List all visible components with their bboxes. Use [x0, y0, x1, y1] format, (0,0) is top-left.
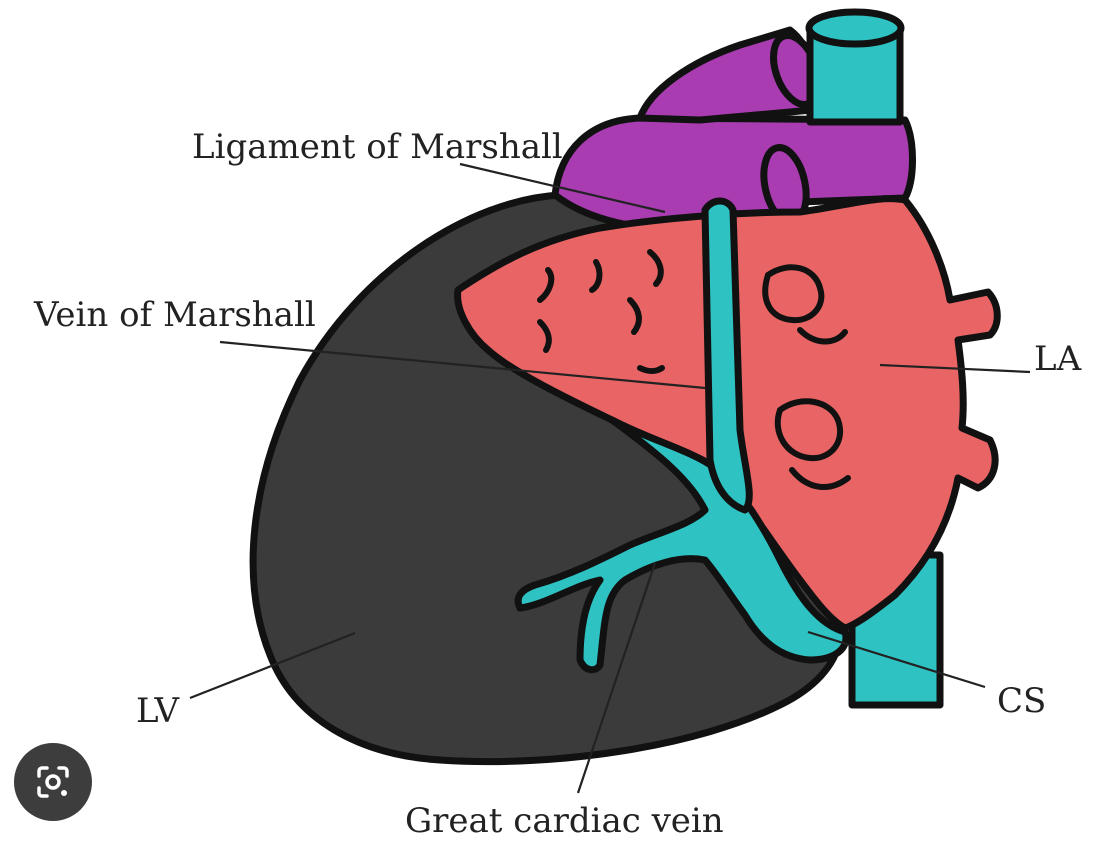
lens-search-button[interactable]: [14, 743, 92, 821]
label-great-cardiac-vein: Great cardiac vein: [405, 801, 724, 841]
atrium-crease: [640, 368, 662, 371]
svc-opening: [809, 12, 901, 44]
label-lv: LV: [136, 691, 181, 731]
label-vein-of-marshall: Vein of Marshall: [33, 295, 316, 335]
label-la: LA: [1034, 339, 1082, 379]
label-ligament-of-marshall: Ligament of Marshall: [192, 127, 563, 167]
label-cs: CS: [997, 681, 1046, 721]
lens-search-icon: [33, 762, 73, 802]
